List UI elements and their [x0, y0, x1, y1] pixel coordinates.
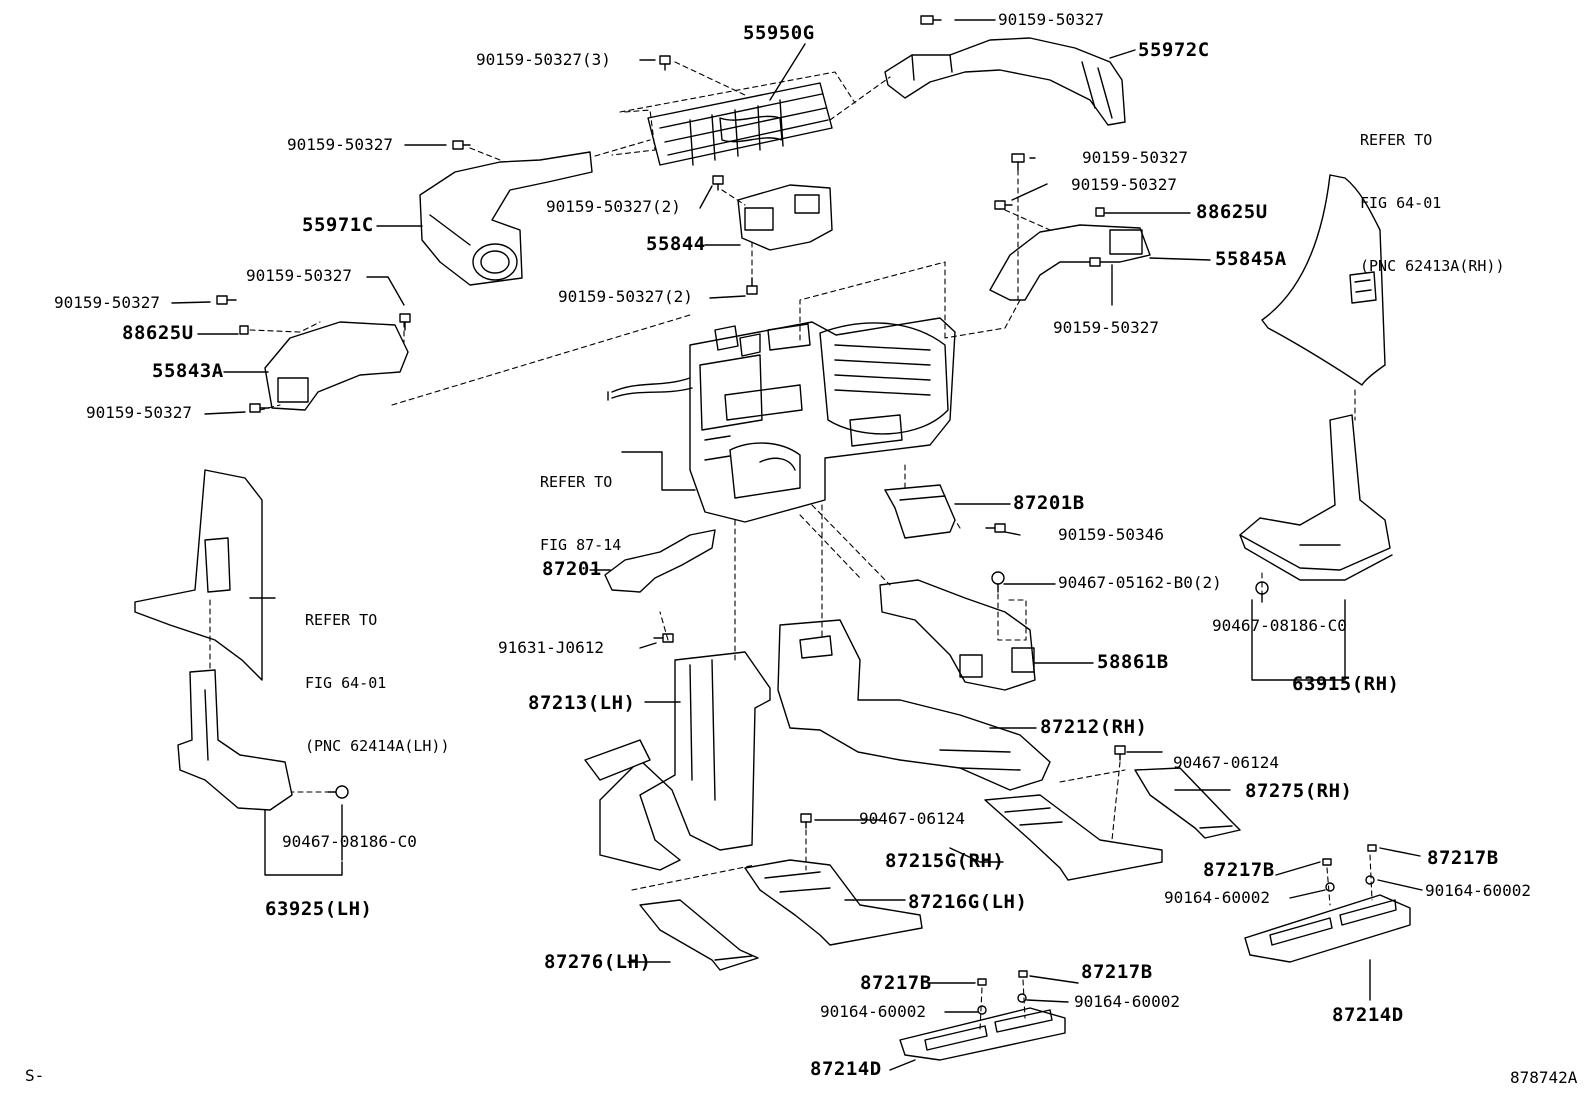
part-label: 87276(LH): [544, 951, 652, 973]
fastener-label: 90164-60002: [820, 1002, 926, 1021]
fastener-label: 90159-50346: [1058, 525, 1164, 544]
fastener-label: 90467-08186-C0: [1212, 616, 1347, 635]
ref-line: FIG 64-01: [305, 674, 387, 692]
part-label: 55845A: [1215, 248, 1287, 270]
part-label: 87217B: [1427, 847, 1499, 869]
fastener-label: 91631-J0612: [498, 638, 604, 657]
duct-55972c: [884, 37, 1126, 126]
part-label: 55971C: [302, 214, 374, 236]
duct-55845a: [989, 224, 1151, 301]
part-label: 87216G(LH): [908, 891, 1028, 913]
part-label: 87214D: [1332, 1004, 1404, 1026]
duct-87276-lh: [639, 899, 759, 971]
part-label: 63915(RH): [1292, 673, 1400, 695]
fastener-label: 90159-50327: [86, 403, 192, 422]
fastener-label: 90467-05162-B0(2): [1058, 573, 1222, 592]
fastener-label: 90159-50327: [246, 266, 352, 285]
fastener-label: 90159-50327(2): [558, 287, 693, 306]
fastener-label: 90164-60002: [1425, 881, 1531, 900]
part-label: 58861B: [1097, 651, 1169, 673]
reference-note-center: REFER TO FIG 87-14: [540, 430, 621, 577]
duct-87201: [604, 529, 716, 593]
assembly-dashed-lines: [209, 61, 1373, 1031]
ref-line: (PNC 62413A(RH)): [1360, 257, 1505, 275]
part-label: 87201B: [1013, 492, 1085, 514]
duct-87275-rh: [1134, 767, 1241, 839]
ref-line: (PNC 62414A(LH)): [305, 737, 450, 755]
part-label: 63925(LH): [265, 898, 373, 920]
part-label: 88625U: [122, 322, 194, 344]
duct-58861b: [879, 579, 1036, 691]
part-label: 87217B: [1203, 859, 1275, 881]
duct-55844: [737, 184, 833, 251]
duct-87212-rh: [777, 619, 1051, 791]
fastener-glyphs: [216, 15, 1377, 1015]
ref-line: FIG 64-01: [1360, 194, 1442, 212]
fastener-label: 90159-50327: [287, 135, 393, 154]
trim-87214d-rh: [1244, 894, 1411, 963]
duct-87215g-rh: [984, 794, 1163, 881]
fastener-label: 90164-60002: [1074, 992, 1180, 1011]
duct-87216g-lh: [744, 859, 923, 946]
part-label: 87213(LH): [528, 692, 636, 714]
duct-87213-lh: [584, 651, 771, 871]
figure-code: 878742A: [1510, 1068, 1578, 1087]
reference-note-lh: REFER TO FIG 64-01 (PNC 62414A(LH)): [305, 568, 450, 778]
part-label: 55972C: [1138, 39, 1210, 61]
duct-63915-rh: [1239, 414, 1393, 581]
fastener-label: 90164-60002: [1164, 888, 1270, 907]
corner-mark: S-: [25, 1066, 45, 1085]
clamp-87201b: [884, 484, 956, 539]
part-label: 87217B: [860, 972, 932, 994]
duct-55971c: [419, 151, 593, 286]
fastener-label: 90467-08186-C0: [282, 832, 417, 851]
fastener-label: 90159-50327: [998, 10, 1104, 29]
duct-55843a: [264, 321, 409, 411]
fastener-label: 90159-50327(3): [476, 50, 611, 69]
ref-line: REFER TO: [305, 611, 378, 629]
part-label: 55843A: [152, 360, 224, 382]
fastener-label: 90467-06124: [859, 809, 965, 828]
fastener-label: 90159-50327: [1082, 148, 1188, 167]
fastener-label: 90467-06124: [1173, 753, 1279, 772]
part-label: 88625U: [1196, 201, 1268, 223]
center-register-duct: [647, 82, 833, 166]
part-label: 87275(RH): [1245, 780, 1353, 802]
fastener-label: 90159-50327(2): [546, 197, 681, 216]
part-label: 87212(RH): [1040, 716, 1148, 738]
part-label: 87214D: [810, 1058, 882, 1080]
leader-lines: [171, 19, 1423, 1071]
duct-63925-lh: [177, 669, 293, 811]
pillar-lh: [134, 469, 263, 681]
fastener-label: 90159-50327: [54, 293, 160, 312]
heater-unit-assembly: [607, 317, 956, 523]
fastener-label: 90159-50327: [1053, 318, 1159, 337]
ref-line: REFER TO: [540, 473, 613, 491]
fastener-label: 90159-50327: [1071, 175, 1177, 194]
reference-note-rh: REFER TO FIG 64-01 (PNC 62413A(RH)): [1360, 88, 1505, 298]
part-label: 55950G: [743, 22, 815, 44]
ref-line: REFER TO: [1360, 131, 1433, 149]
pillar-rh: [1261, 174, 1386, 386]
part-label: 55844: [646, 233, 706, 255]
trim-87214d-center: [899, 1007, 1066, 1061]
ref-line: FIG 87-14: [540, 536, 622, 554]
part-label: 87217B: [1081, 961, 1153, 983]
part-label: 87215G(RH): [885, 850, 1005, 872]
part-label: 87201: [542, 558, 602, 580]
